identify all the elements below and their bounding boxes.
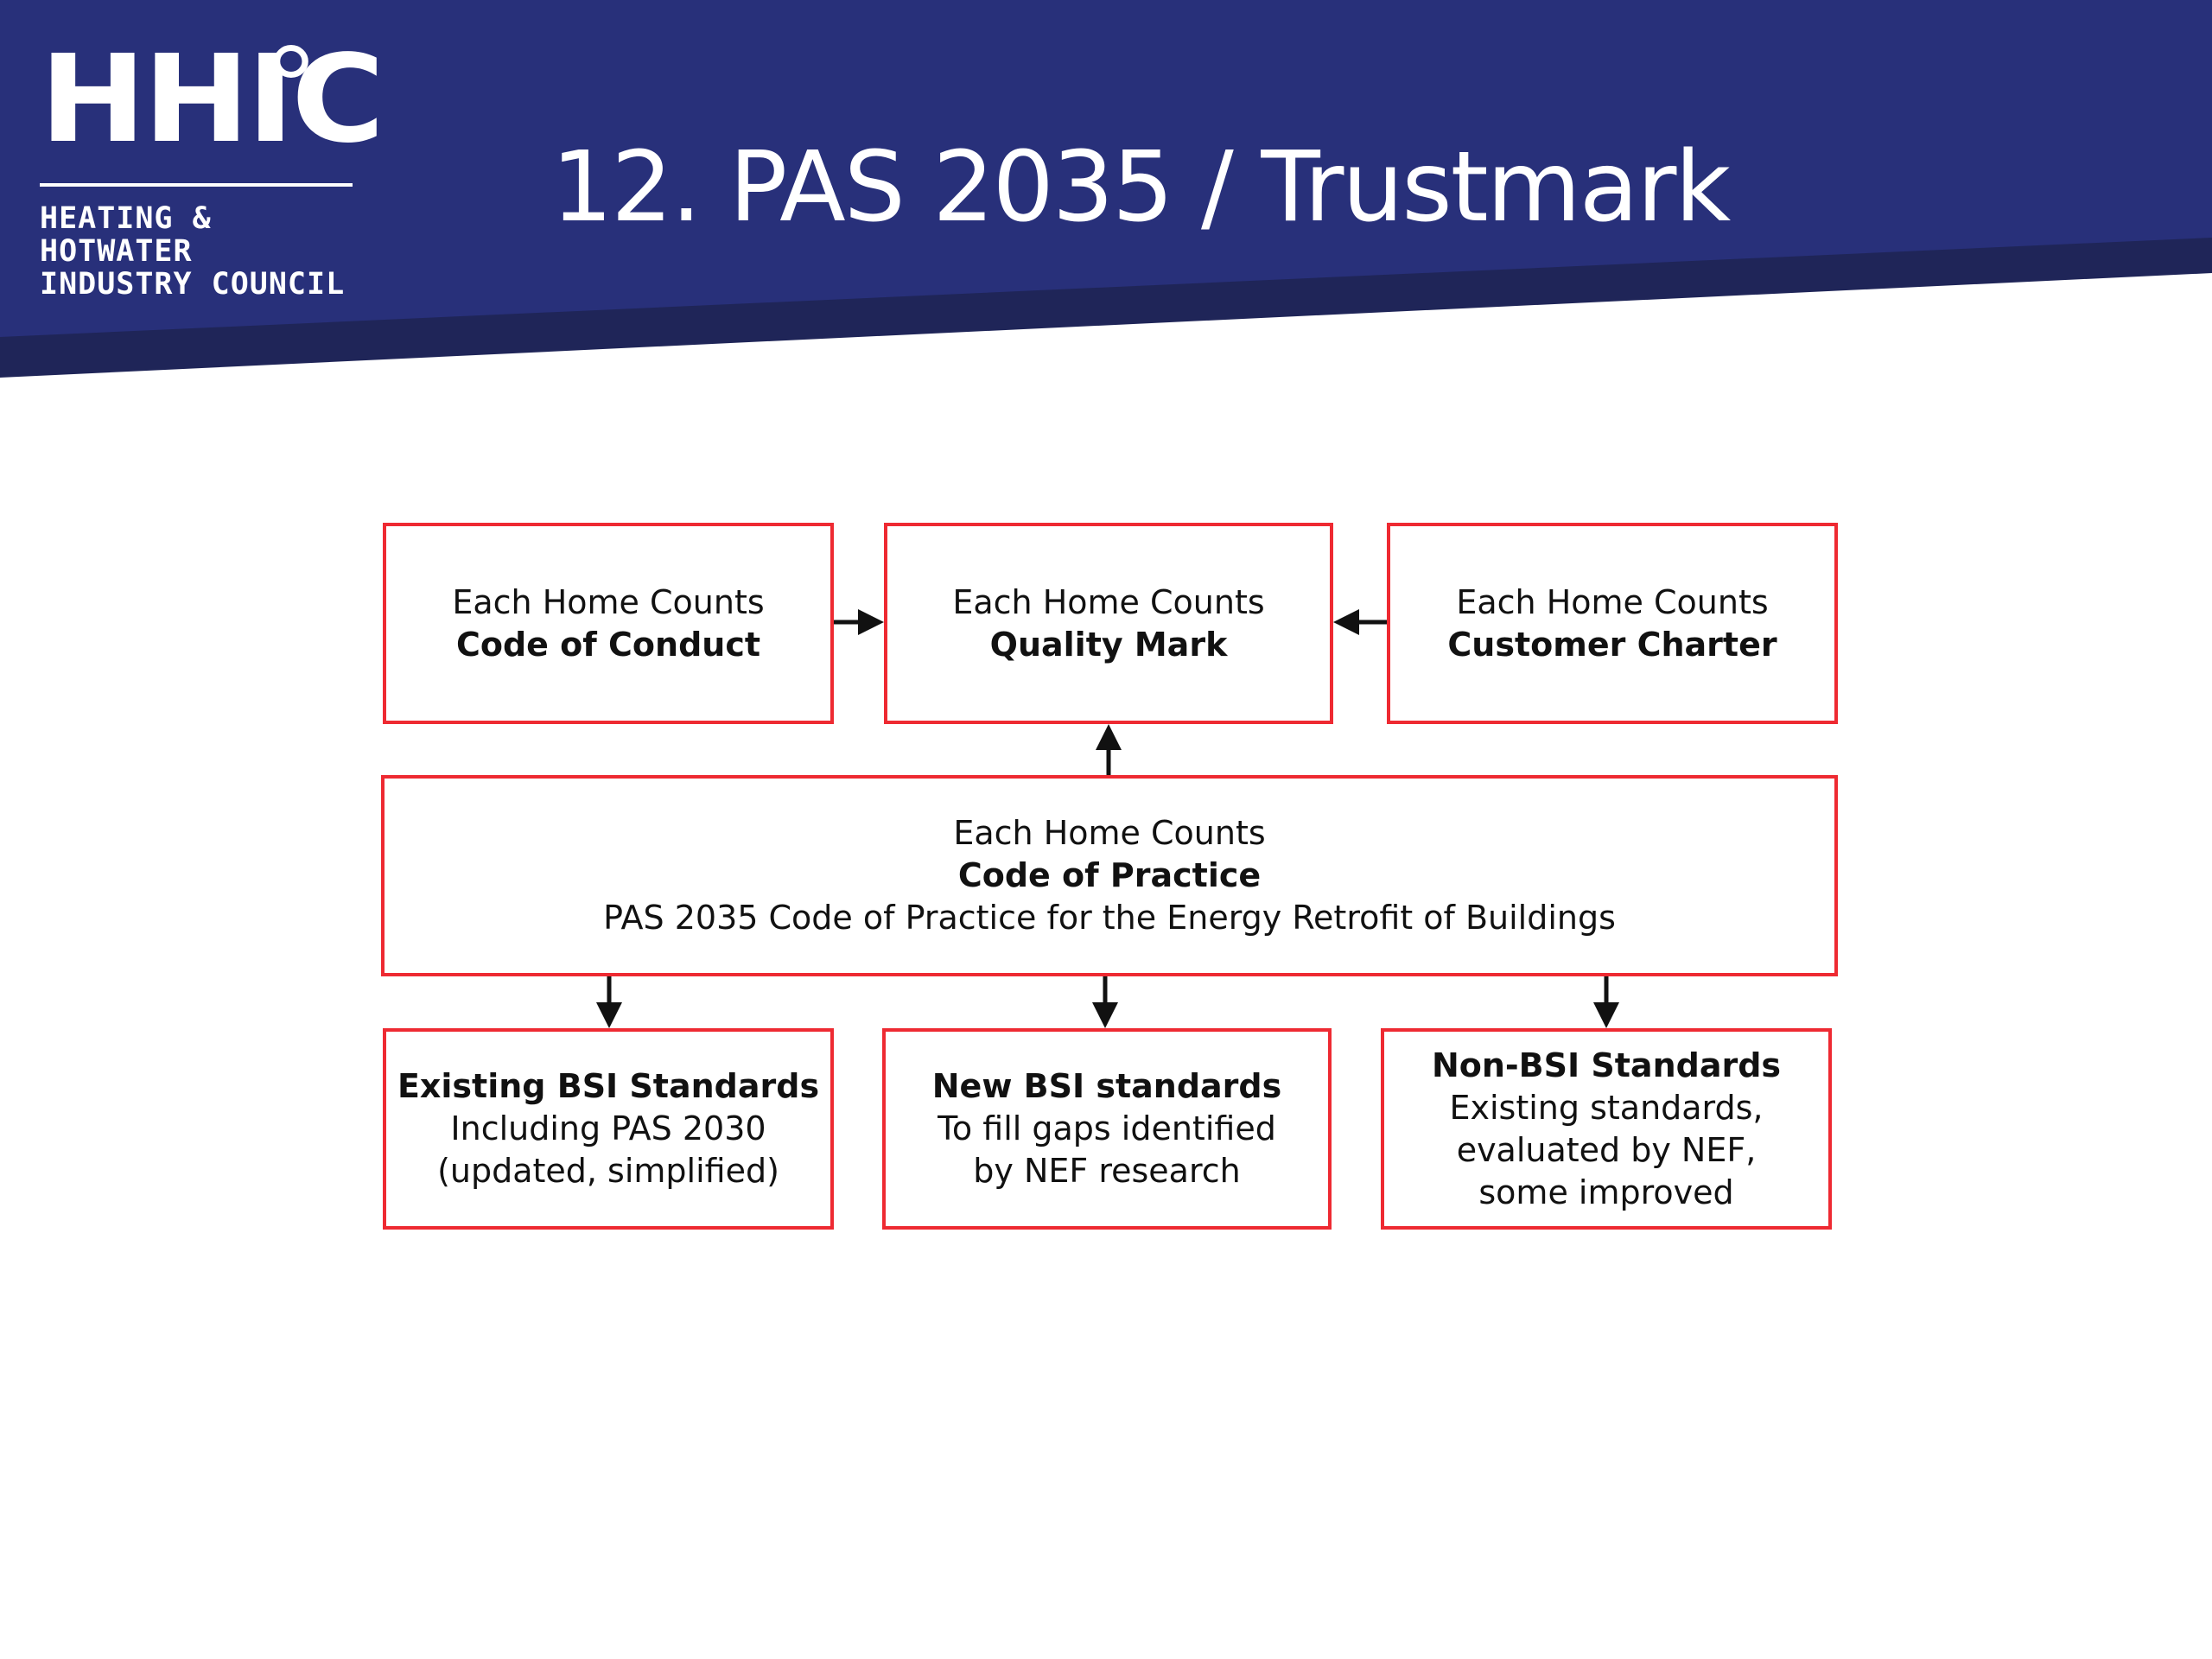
slide-title: 12. PAS 2035 / Trustmark <box>551 131 1731 244</box>
box-heading: Quality Mark <box>989 625 1228 664</box>
box-label: Each Home Counts <box>1456 582 1769 621</box>
box-new-bsi-standards: New BSI standards To fill gaps identifie… <box>882 1028 1332 1230</box>
box-heading: Code of Conduct <box>455 625 761 664</box>
box-description: PAS 2035 Code of Practice for the Energy… <box>603 899 1616 937</box>
box-heading: Existing BSI Standards <box>397 1067 820 1105</box>
box-line: some improved <box>1478 1173 1734 1211</box>
box-existing-bsi-standards: Existing BSI Standards Including PAS 203… <box>383 1028 834 1230</box>
logo-subtitle: HEATING & HOTWATER INDUSTRY COUNCIL <box>40 202 368 301</box>
box-heading: New BSI standards <box>931 1067 1282 1105</box>
box-line: Existing standards, <box>1449 1088 1764 1127</box>
box-customer-charter: Each Home Counts Customer Charter <box>1387 523 1838 724</box>
box-label: Each Home Counts <box>952 582 1265 621</box>
box-heading: Non-BSI Standards <box>1431 1046 1782 1084</box>
box-line: Including PAS 2030 <box>450 1109 766 1147</box>
logo-subtitle-line2: INDUSTRY COUNCIL <box>40 267 346 302</box>
logo-mark-text: HHIC <box>40 29 385 170</box>
header-band <box>0 0 2212 378</box>
box-heading: Code of Practice <box>957 856 1262 894</box>
box-non-bsi-standards: Non-BSI Standards Existing standards, ev… <box>1381 1028 1832 1230</box>
box-code-of-conduct: Each Home Counts Code of Conduct <box>383 523 834 724</box>
box-line: by NEF research <box>973 1152 1241 1190</box>
logo-divider <box>40 183 353 187</box>
box-line: (updated, simplified) <box>437 1152 779 1190</box>
header-band-main <box>0 0 2212 337</box>
box-code-of-practice: Each Home Counts Code of Practice PAS 20… <box>381 775 1838 976</box>
logo-ring-icon <box>273 45 308 78</box>
box-heading: Customer Charter <box>1447 625 1777 664</box>
box-quality-mark: Each Home Counts Quality Mark <box>884 523 1333 724</box>
box-line: To fill gaps identified <box>938 1109 1276 1147</box>
logo-subtitle-line1: HEATING & HOTWATER <box>40 201 212 269</box>
box-label: Each Home Counts <box>452 582 765 621</box>
box-line: evaluated by NEF, <box>1456 1130 1757 1169</box>
logo-mark: HHIC <box>40 40 385 161</box>
hhic-logo: HHIC HEATING & HOTWATER INDUSTRY COUNCIL <box>40 40 385 301</box>
box-label: Each Home Counts <box>953 814 1266 852</box>
